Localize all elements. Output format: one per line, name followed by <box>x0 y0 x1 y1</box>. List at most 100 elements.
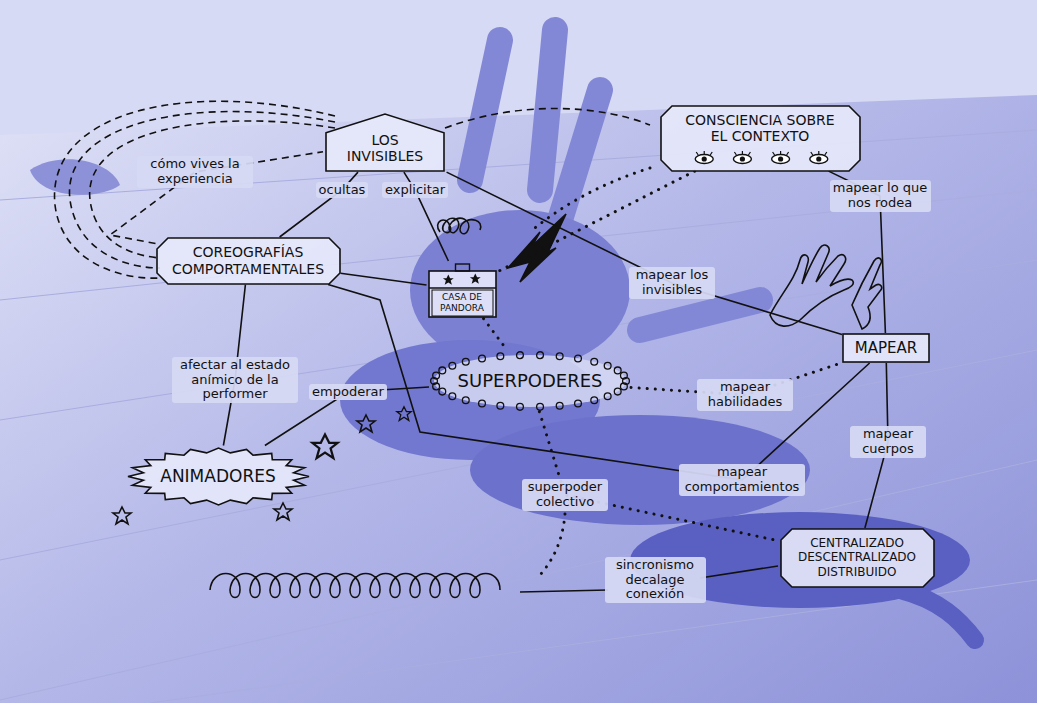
dot-circle <box>556 402 563 409</box>
dot-circle <box>591 358 598 365</box>
node-text: SUPERPODERES <box>457 370 603 392</box>
dot-circle <box>439 388 446 395</box>
edge-label: mapear lo que nos rodea <box>830 180 931 212</box>
dancer-leg <box>540 30 555 190</box>
loop-line <box>210 574 500 598</box>
dot-circle <box>614 367 621 374</box>
star <box>274 503 292 520</box>
octagon-outline <box>781 529 934 587</box>
connector <box>328 285 870 480</box>
node-text: ANIMADORES <box>160 466 277 486</box>
star <box>442 275 453 285</box>
floor-board <box>150 580 1037 703</box>
wire-line <box>520 590 608 592</box>
dot-circle <box>462 397 469 404</box>
lightning-bolt <box>508 214 566 282</box>
star <box>357 415 375 432</box>
house-outline <box>326 114 444 171</box>
dancer-shape <box>30 159 120 194</box>
chest-lid <box>429 287 496 288</box>
back-wall <box>0 0 1037 135</box>
dot-circle <box>462 358 469 365</box>
dot-circle <box>614 388 621 395</box>
dot-circle <box>479 400 486 407</box>
node-text: CENTRALIZADO DESCENTRALIZADO DISTRIBUIDO <box>792 536 923 579</box>
dot-circle <box>575 400 582 407</box>
connector <box>110 152 323 244</box>
chest-plate <box>432 290 493 316</box>
connector <box>484 319 508 350</box>
dot-circle <box>449 362 456 369</box>
edge-label: mapear cuerpos <box>850 426 926 458</box>
eye-pupil <box>778 156 783 161</box>
free-label: sincronismo decalage conexión <box>605 557 706 604</box>
dot-circle <box>517 403 524 410</box>
edge-label: mapear habilidades <box>697 379 793 411</box>
dot-circle <box>537 403 544 410</box>
octagon-outline <box>661 106 860 171</box>
star <box>397 407 411 421</box>
eye-lashes <box>810 151 826 155</box>
dancer-body <box>470 415 810 525</box>
eye-lashes <box>696 151 712 155</box>
dot-circle <box>575 355 582 362</box>
eye-symbol <box>809 154 827 163</box>
connector <box>447 172 842 335</box>
eye-pupil <box>701 156 706 161</box>
dot-circle <box>497 402 504 409</box>
dancer-arm <box>900 590 975 640</box>
dashed-arc <box>445 108 650 128</box>
dot-circle <box>556 353 563 360</box>
chest-body <box>429 271 496 317</box>
eye-lashes <box>734 151 750 155</box>
eye-lashes <box>772 151 788 155</box>
dot-circle <box>439 367 446 374</box>
edge-label: explicitar <box>382 182 448 199</box>
node-text: COREOGRAFÍAS COMPORTAMENTALES <box>168 244 329 278</box>
eye-symbol <box>733 154 751 163</box>
floor-boards <box>0 130 1037 703</box>
treasure-chest: CASA DE PANDORA <box>427 261 498 319</box>
wire-line <box>700 566 778 578</box>
dot-circle <box>621 383 628 390</box>
eye-symbol <box>771 154 789 163</box>
dot-circle <box>433 372 440 379</box>
dotted-cloud: SUPERPODERES <box>429 350 631 412</box>
node-text: CONSCIENCIA SOBRE EL CONTEXTO <box>676 112 845 146</box>
edge-label: superpoder colectivo <box>522 479 608 511</box>
eye-symbol <box>695 154 713 163</box>
dot-circle <box>497 353 504 360</box>
dancers-photo <box>30 30 975 640</box>
node-text: CASA DE PANDORA <box>436 292 489 314</box>
edge-label: mapear los invisibles <box>629 267 715 299</box>
cloud-ground <box>434 355 626 407</box>
dot-circle <box>449 393 456 400</box>
edge-label: mapear comportamientos <box>679 464 805 496</box>
dotted-ray <box>540 514 565 575</box>
dot-circle <box>591 397 598 404</box>
star <box>469 274 480 284</box>
dot-circle <box>621 372 628 379</box>
eye-pupil <box>816 156 821 161</box>
star <box>113 507 131 524</box>
node-text: MAPEAR <box>854 339 918 357</box>
concept-box: MAPEAR <box>842 333 930 363</box>
concept-house: LOS INVISIBLES <box>323 112 447 173</box>
dancer-leg <box>470 40 500 180</box>
starburst: ANIMADORES <box>126 446 311 506</box>
chest-handle <box>455 264 469 271</box>
concept-octagon: CONSCIENCIA SOBRE EL CONTEXTO <box>660 105 861 172</box>
hands-drawing <box>852 258 882 329</box>
concept-octagon: COREOGRAFÍAS COMPORTAMENTALES <box>156 237 341 285</box>
scribble <box>438 218 481 234</box>
hand-drawing <box>55 101 882 597</box>
dot-circle <box>537 352 544 359</box>
hands-drawing <box>770 245 853 326</box>
dashed-arc <box>55 101 335 278</box>
star <box>312 434 337 458</box>
dot-circle <box>517 352 524 359</box>
octagon-outline <box>157 238 340 284</box>
burst-outline <box>128 448 309 505</box>
